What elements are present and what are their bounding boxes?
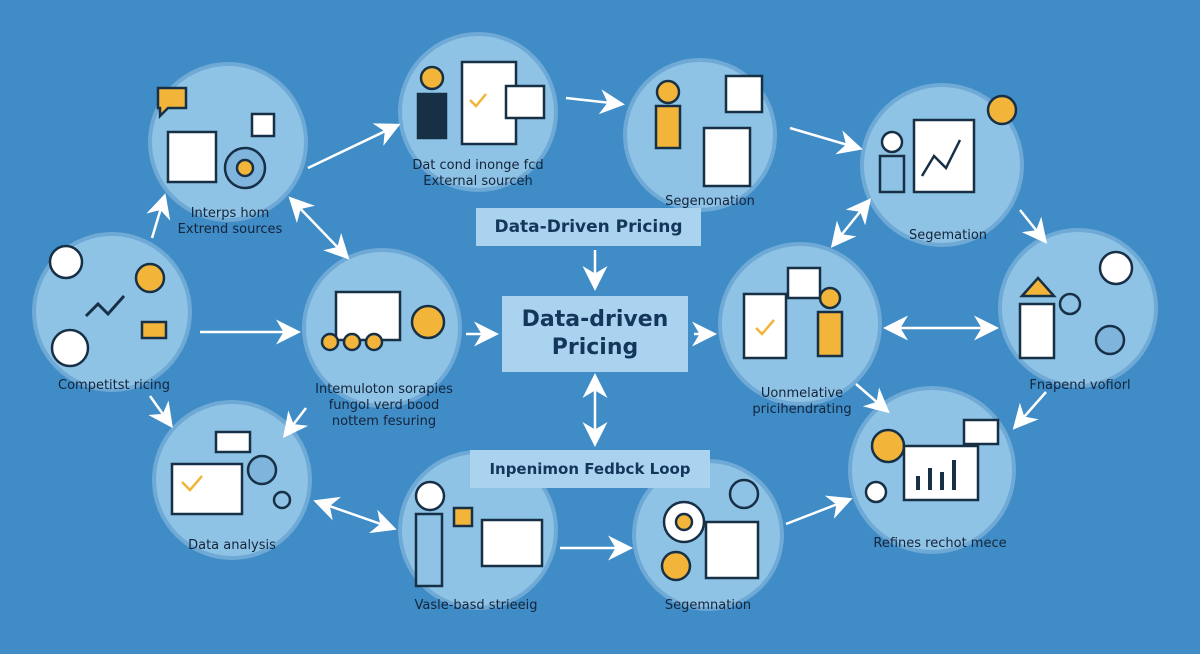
- arrow-n2-n3: [565, 89, 625, 115]
- node-label-10: Vasle-basd strieeig: [414, 598, 538, 613]
- arrow-n8-n12: [1012, 391, 1047, 430]
- book-icon: [170, 462, 244, 516]
- document-icon: [250, 112, 276, 138]
- checklist-icon: [702, 126, 752, 188]
- chat-bubble-icon: [214, 430, 252, 454]
- animal-icon: [1094, 324, 1126, 356]
- lightbulb-icon: [1098, 250, 1134, 286]
- node-label-4: Segemation: [908, 228, 988, 243]
- chat-bubble-icon: [962, 418, 1000, 446]
- magnifier-icon: [246, 454, 278, 486]
- person-head-icon: [880, 130, 904, 154]
- lightbulb-icon: [870, 428, 906, 464]
- table-icon: [1018, 302, 1056, 360]
- document-icon: [724, 74, 764, 114]
- node-label-11: Segemnation: [664, 598, 752, 613]
- screen-icon: [166, 130, 218, 184]
- arrow-n5-n1: [146, 193, 171, 239]
- node-label-5: Competitst ricing: [58, 378, 170, 393]
- badge-icon: [410, 304, 446, 340]
- document-icon: [504, 84, 546, 120]
- chart-board-icon: [912, 118, 976, 194]
- network-icon: [272, 490, 292, 510]
- arrow-n7-n12: [855, 383, 890, 414]
- document-icon: [786, 266, 822, 300]
- trend-chart-icon: [84, 295, 126, 318]
- arrow-n1-n2: [307, 123, 401, 170]
- sticky-note-icon: [452, 506, 474, 528]
- person-body-icon: [654, 104, 682, 150]
- arrow-up-icon: [1019, 276, 1057, 298]
- document-icon: [334, 290, 402, 342]
- link-icon: [1058, 292, 1082, 316]
- checkmark-icon: [181, 475, 203, 492]
- node-label-8: Fnapend vofiorl: [1029, 378, 1131, 393]
- arrow-n4-n8: [1019, 209, 1048, 244]
- node-label-6: Intemuloton sorapies fungol verd bood no…: [315, 382, 453, 429]
- arrow-n1-n6: [288, 196, 350, 260]
- bar-block-icon: [140, 320, 168, 340]
- arrow-n7-n4: [830, 198, 872, 248]
- person-head-icon: [414, 480, 446, 512]
- panel-icon: [480, 518, 544, 568]
- node-label-12: Refines rechot mece: [873, 536, 1007, 551]
- node-label-1: Interps hom Extrend sources: [177, 206, 283, 237]
- person-body-icon: [816, 310, 844, 358]
- chat-bubble-icon: [156, 86, 188, 120]
- central-concept-box: Data-driven Pricing: [502, 296, 688, 372]
- gauge-icon: [660, 550, 692, 582]
- clock-icon: [50, 328, 90, 368]
- person-head-icon: [419, 65, 445, 91]
- person-body-icon: [414, 512, 444, 588]
- bar-chart-icon: [916, 460, 956, 490]
- node-label-9: Data analysis: [188, 538, 276, 553]
- person-head-icon: [320, 332, 340, 352]
- node-label-3: Segenonation: [665, 194, 755, 209]
- arrow-n3-n4: [789, 126, 863, 155]
- person-head-icon: [342, 332, 362, 352]
- target-icon: [48, 244, 84, 280]
- card-icon: [704, 520, 760, 580]
- gear-icon: [223, 146, 267, 190]
- node-circle-7: [718, 242, 882, 406]
- person-head-icon: [818, 286, 842, 310]
- gear-icon: [134, 262, 166, 294]
- checkmark-icon: [469, 93, 487, 108]
- checkmark-icon: [755, 319, 775, 336]
- arrow-n9-n10: [313, 496, 397, 534]
- person-head-icon: [864, 480, 888, 504]
- person-body-icon: [878, 154, 906, 194]
- diagram-title-box: Data-Driven Pricing: [476, 208, 701, 246]
- feedback-loop-box: Inpenimon Fedbck Loop: [470, 450, 710, 488]
- arrow-n6-n9: [282, 407, 309, 438]
- node-icons: [48, 60, 1134, 588]
- person-head-icon: [364, 332, 384, 352]
- node-label-2: Dat cond inonge fcd External sourceh: [412, 158, 544, 189]
- connector-arrows: [146, 89, 1048, 561]
- person-body-icon: [416, 92, 448, 140]
- arrow-n5-n9: [148, 395, 173, 429]
- arrow-n11-n12: [785, 495, 853, 526]
- trend-line-icon: [920, 139, 962, 177]
- person-head-icon: [655, 79, 681, 105]
- clipboard-icon: [742, 292, 788, 360]
- node-label-7: Uonmelative pricihendrating: [752, 386, 852, 417]
- network-icon: [728, 478, 760, 510]
- chat-bubble-icon: [986, 94, 1018, 126]
